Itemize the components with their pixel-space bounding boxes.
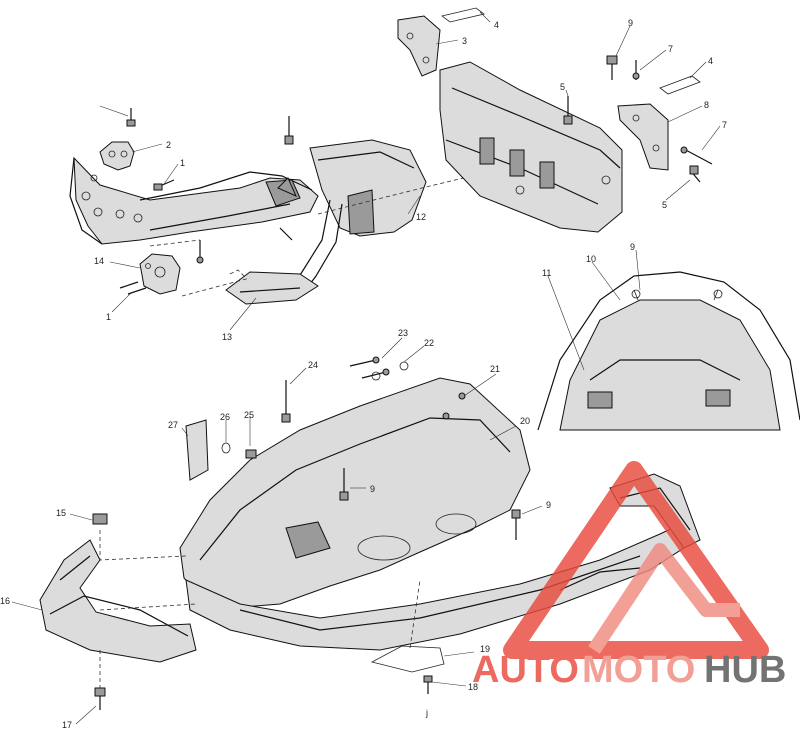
watermark-word-hub: HUB [704, 649, 786, 691]
watermark-word-moto: MOTO [582, 649, 695, 691]
callout-2: 2 [166, 140, 171, 150]
bumper-16 [39, 539, 197, 663]
decal-27 [185, 419, 209, 481]
fasteners-main [92, 356, 521, 710]
bracket-part-8 [617, 103, 669, 171]
callout-5b: 5 [662, 200, 667, 210]
footer-mark: j [425, 708, 428, 718]
skid-plate-19 [370, 645, 445, 673]
callout-25: 25 [244, 410, 254, 420]
callout-8: 8 [704, 100, 709, 110]
watermark-word-auto: AUTO [472, 649, 579, 691]
callout-18: 18 [468, 682, 478, 692]
callout-22: 22 [424, 338, 434, 348]
watermark-triangle-outer [503, 461, 769, 659]
callout-9b: 9 [630, 242, 635, 252]
callout-4a: 4 [494, 20, 499, 30]
callout-15: 15 [56, 508, 66, 518]
callout-9d: 9 [546, 500, 551, 510]
rear-support-bracket-12 [289, 139, 427, 293]
callout-3: 3 [462, 36, 467, 46]
callout-7b: 7 [722, 120, 727, 130]
automotohub-watermark: AUTO MOTO HUB [472, 461, 786, 691]
callout-10: 10 [586, 254, 596, 264]
callout-14: 14 [94, 256, 104, 266]
cross-member-assembly [439, 61, 623, 233]
callout-1b: 1 [106, 312, 111, 322]
callout-20: 20 [520, 416, 530, 426]
shim-part-4-left [441, 7, 485, 23]
callout-9a: 9 [628, 18, 633, 28]
callout-13: 13 [222, 332, 232, 342]
callout-4b: 4 [708, 56, 713, 66]
callout-17: 17 [62, 720, 72, 730]
callout-26: 26 [220, 412, 230, 422]
bracket-part-3 [397, 15, 441, 77]
callout-5a: 5 [560, 82, 565, 92]
callout-21: 21 [490, 364, 500, 374]
hood-body-20 [179, 377, 531, 609]
front-frame-assembly [69, 156, 319, 245]
callout-19: 19 [480, 644, 490, 654]
callout-24: 24 [308, 360, 318, 370]
bracket-part-2 [99, 141, 135, 171]
bolts-top-right [563, 55, 713, 183]
callout-leaders [11, 11, 721, 725]
assembly-connector-lines [149, 175, 473, 297]
main-connector-lines [99, 530, 421, 688]
callout-9c: 9 [370, 484, 375, 494]
callout-23: 23 [398, 328, 408, 338]
callout-numbers: 1 1 2 3 4 4 5 5 7 7 8 9 9 9 9 10 11 12 1… [0, 18, 727, 730]
skid-plate-13 [225, 271, 319, 305]
callout-1a: 1 [180, 158, 185, 168]
shim-part-4-right [659, 75, 701, 95]
bolts-top-left [119, 108, 294, 295]
callout-12: 12 [416, 212, 426, 222]
callout-16: 16 [0, 596, 10, 606]
watermark-triangle-inner [588, 543, 740, 654]
hood-interior-inset [537, 271, 800, 431]
bracket-part-14 [139, 253, 181, 295]
callout-11: 11 [542, 268, 551, 278]
callout-7a: 7 [668, 44, 673, 54]
callout-27: 27 [168, 420, 178, 430]
